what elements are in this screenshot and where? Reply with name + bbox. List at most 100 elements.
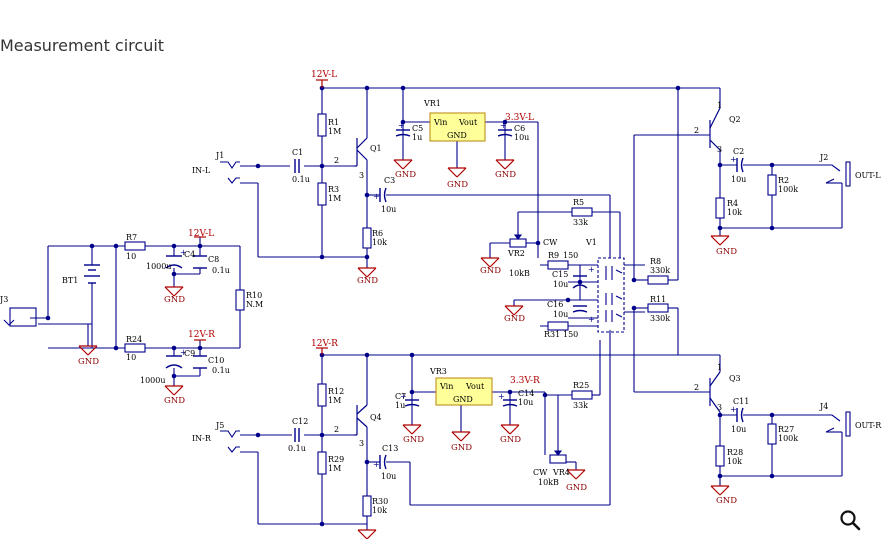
label-vr3: VR3: [429, 367, 447, 376]
r5-resistor: [571, 207, 593, 217]
label-cw: CW: [533, 468, 548, 477]
magnifier-icon[interactable]: [838, 508, 862, 532]
label-vout: Vout: [458, 118, 478, 127]
r9-resistor: [547, 260, 569, 270]
label-out-l: OUT-L: [855, 171, 881, 180]
pin-label: 2: [334, 425, 339, 434]
potentiometer-wipers: [513, 232, 563, 456]
label-r28-value: 10k: [727, 457, 742, 466]
capacitor-symbols: [84, 129, 744, 470]
label-c16: C16: [547, 300, 563, 309]
r8-resistor: [647, 275, 669, 285]
gnd-label: GND: [566, 483, 587, 493]
label-r24: R24: [126, 335, 142, 344]
label-c10: C10: [208, 356, 224, 365]
pin-label: 3: [359, 171, 364, 180]
label-c15-value: 10u: [553, 280, 568, 289]
label-r25-value: 33k: [573, 401, 588, 410]
svg-text:+: +: [730, 155, 737, 164]
label-c2-value: 10u: [731, 175, 746, 184]
label-r30: R30: [372, 497, 388, 506]
label-c4: C4: [184, 250, 195, 259]
svg-text:+: +: [373, 460, 380, 469]
label-cw: CW: [543, 238, 558, 247]
svg-text:+: +: [400, 392, 407, 401]
label-c11-value: 10u: [731, 425, 746, 434]
label-c7: C7: [395, 392, 406, 401]
label-r29: R29: [328, 455, 344, 464]
label-r2-value: 100k: [778, 185, 798, 194]
label-vr2-value: 10kB: [509, 269, 530, 278]
r6-resistor: [362, 227, 372, 249]
r27-resistor: [767, 423, 777, 445]
label-r30-value: 10k: [372, 506, 387, 515]
label-r7-value: 10: [126, 252, 136, 261]
label-vr1: VR1: [423, 99, 441, 108]
label-r7: R7: [126, 233, 137, 242]
label-r4: R4: [727, 199, 738, 208]
label-c1: C1: [292, 148, 303, 157]
label-c12-value: 0.1u: [288, 444, 306, 453]
label-r27-value: 100k: [778, 434, 798, 443]
label-r31: R31: [544, 330, 560, 339]
r29-resistor: [317, 451, 327, 475]
r28-resistor: [715, 445, 725, 467]
gnd-label: GND: [78, 357, 99, 367]
pin-label: 3: [717, 145, 722, 154]
label-chip-gnd: GND: [453, 395, 473, 404]
net-12v-l-bat: 12V-L: [188, 229, 214, 239]
label-out-r: OUT-R: [855, 421, 882, 430]
label-r1-value: 1M: [328, 127, 341, 136]
gnd-label: GND: [495, 170, 516, 180]
gnd-symbols: [78, 159, 730, 539]
label-c2: C2: [733, 147, 744, 156]
label-q2: Q2: [729, 115, 741, 124]
label-c9: C9: [184, 349, 195, 358]
r4-resistor: [715, 197, 725, 219]
gnd-label: GND: [357, 276, 378, 286]
gnd-label: GND: [716, 247, 737, 257]
v1-relay: [597, 257, 625, 333]
label-r12-value: 1M: [328, 396, 341, 405]
label-r29-value: 1M: [328, 464, 341, 473]
label-q4: Q4: [370, 413, 382, 422]
svg-text:+: +: [500, 121, 507, 130]
svg-text:+: +: [588, 315, 595, 324]
label-r27: R27: [778, 425, 794, 434]
label-vr4: VR4: [552, 468, 570, 477]
svg-text:+: +: [730, 405, 737, 414]
label-c9-value: 1000u: [140, 376, 166, 385]
label-vin: Vin: [439, 382, 453, 391]
label-r31-value: 150: [563, 330, 578, 339]
label-c5: C5: [412, 124, 423, 133]
label-c12: C12: [292, 417, 308, 426]
label-c15: C15: [552, 270, 568, 279]
label-r28: R28: [727, 448, 743, 457]
gnd-label: GND: [447, 180, 468, 190]
svg-text:+: +: [498, 392, 505, 401]
power-ports: [194, 79, 328, 355]
label-r6-value: 10k: [372, 238, 387, 247]
gnd-labels: GND GND GND GND GND GND GND GND GND GND …: [78, 170, 737, 506]
label-q3: Q3: [729, 374, 741, 383]
label-c6: C6: [514, 124, 525, 133]
pin-label: 2: [694, 126, 699, 135]
gnd-label: GND: [395, 170, 416, 180]
net-labels: 12V-L 3.3V-L 12V-L 12V-R 12V-R 3.3V-R: [188, 70, 540, 386]
label-r2: R2: [778, 176, 789, 185]
gnd-label: GND: [403, 435, 424, 445]
label-c13-value: 10u: [381, 472, 396, 481]
label-vr4-value: 10kB: [538, 478, 559, 487]
r25-resistor: [571, 390, 593, 400]
label-c14: C14: [518, 389, 534, 398]
pin-label: 1: [717, 363, 722, 372]
net-12v-r: 12V-R: [311, 339, 338, 349]
page-title: Measurement circuit: [0, 36, 165, 55]
pin-label: 3: [359, 439, 364, 448]
capacitor-polarity-marks: ++++ ++++ ++++: [180, 121, 737, 469]
label-c5-value: 1u: [412, 133, 422, 142]
gnd-label: GND: [164, 295, 185, 305]
r24-resistor: [124, 343, 146, 353]
label-r1: R1: [328, 118, 339, 127]
